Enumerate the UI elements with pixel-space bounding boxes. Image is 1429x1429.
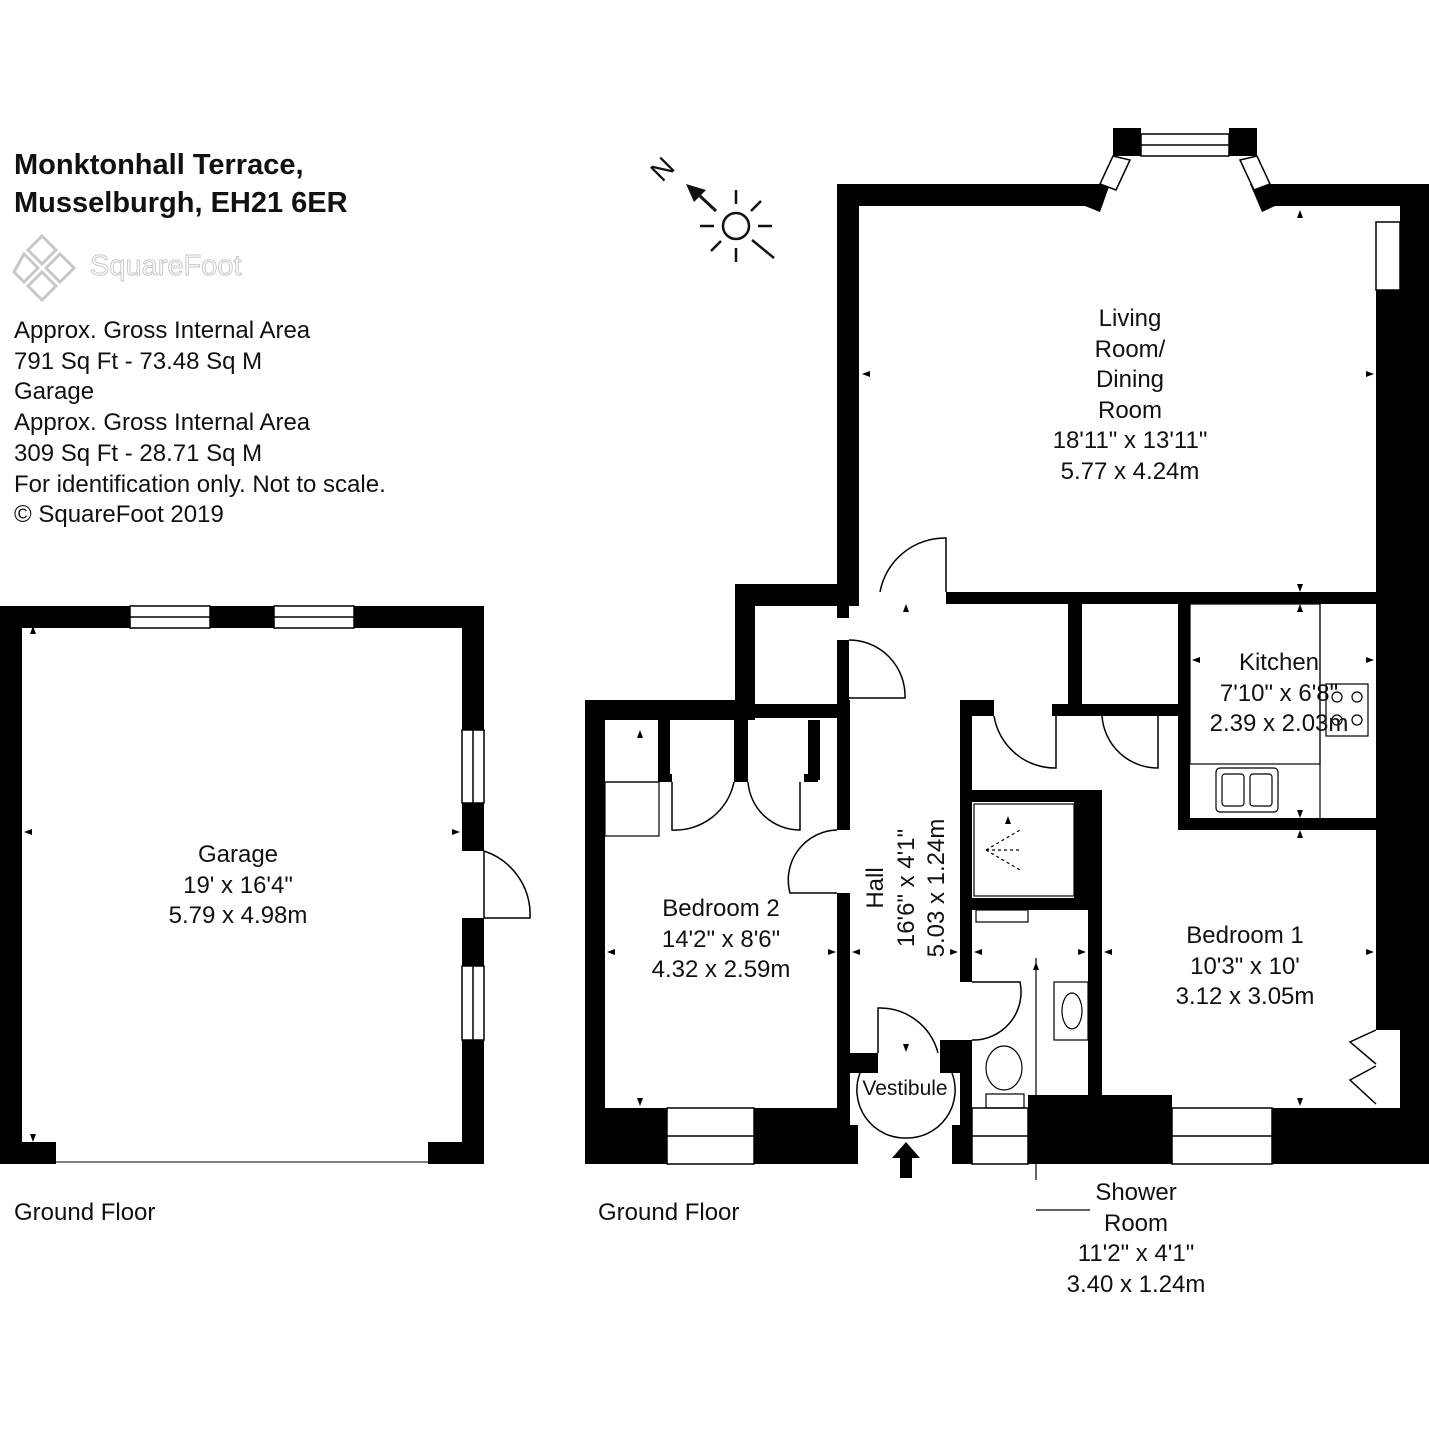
- garage-walls: [0, 606, 484, 1164]
- room-kitchen: Kitchen 7'10" x 6'8" 2.39 x 2.03m: [1196, 648, 1362, 740]
- room-imperial: 11'2" x 4'1": [1077, 1240, 1195, 1267]
- address-line-2: Musselburgh, EH21 6ER: [14, 187, 348, 219]
- room-vestibule: Vestibule: [850, 1074, 960, 1105]
- info-line: For identification only. Not to scale.: [14, 470, 386, 498]
- brand-wordmark: SquareFoot: [90, 250, 243, 283]
- door-swings: [671, 537, 1377, 1139]
- room-name: Room: [1103, 1209, 1169, 1237]
- address-line-1: Monktonhall Terrace,: [14, 149, 304, 181]
- info-line: 791 Sq Ft - 73.48 Sq M: [14, 347, 263, 375]
- room-name: Room: [1097, 396, 1163, 424]
- room-name: Garage: [197, 841, 279, 868]
- room-name: Bedroom 2: [662, 895, 780, 922]
- garage-windows: [129, 605, 485, 1041]
- room-name: Kitchen: [1238, 649, 1320, 676]
- room-living-dining: Living Room/ Dining Room 18'11" x 13'11"…: [1030, 304, 1230, 487]
- room-name: Dining: [1095, 366, 1165, 393]
- house-windows: [666, 133, 1401, 1165]
- room-imperial: 14'2" x 8'6": [661, 925, 781, 953]
- house-floor-label: Ground Floor: [598, 1199, 740, 1226]
- room-imperial: 16'6" x 4'1": [892, 828, 920, 948]
- room-imperial: 10'3" x 10': [1190, 952, 1300, 980]
- room-imperial: 7'10" x 6'8": [1219, 679, 1339, 707]
- room-metric: 5.03 x 1.24m: [923, 818, 950, 958]
- info-line: 309 Sq Ft - 28.71 Sq M: [14, 439, 263, 467]
- room-metric: 3.40 x 1.24m: [1066, 1270, 1206, 1298]
- house-walls: [585, 128, 1429, 1164]
- room-metric: 4.32 x 2.59m: [651, 956, 791, 983]
- internal-walls: [658, 592, 1400, 1164]
- room-name: Vestibule: [862, 1077, 948, 1100]
- room-name: Living: [1098, 305, 1162, 332]
- room-hall: Hall 16'6" x 4'1" 5.03 x 1.24m: [861, 778, 953, 998]
- property-address: Monktonhall Terrace, Musselburgh, EH21 6…: [14, 146, 348, 222]
- garage-side-door: [483, 850, 531, 919]
- entrance-arrow-icon: [892, 1142, 920, 1178]
- info-line: © SquareFoot 2019: [14, 501, 224, 529]
- dimension-markers: [24, 210, 1374, 1142]
- room-bedroom-2: Bedroom 2 14'2" x 8'6" 4.32 x 2.59m: [636, 894, 806, 986]
- info-line: Approx. Gross Internal Area: [14, 317, 311, 344]
- garage-floor-label: Ground Floor: [14, 1199, 156, 1226]
- info-line: Approx. Gross Internal Area: [14, 409, 311, 437]
- room-shower: Shower Room 11'2" x 4'1" 3.40 x 1.24m: [1046, 1178, 1226, 1300]
- room-name: Bedroom 1: [1186, 922, 1304, 949]
- room-metric: 5.77 x 4.24m: [1060, 457, 1200, 485]
- area-info: Approx. Gross Internal Area 791 Sq Ft - …: [14, 316, 386, 531]
- room-imperial: 19' x 16'4": [183, 871, 293, 899]
- info-line: Garage: [14, 378, 95, 406]
- squarefoot-logo-icon: [12, 233, 77, 303]
- room-metric: 5.79 x 4.98m: [168, 902, 308, 929]
- room-garage: Garage 19' x 16'4" 5.79 x 4.98m: [162, 840, 314, 932]
- room-imperial: 18'11" x 13'11": [1052, 427, 1208, 454]
- room-name: Hall: [862, 867, 889, 909]
- room-metric: 3.12 x 3.05m: [1175, 983, 1315, 1010]
- fixtures: [604, 603, 1369, 1211]
- room-bedroom-1: Bedroom 1 10'3" x 10' 3.12 x 3.05m: [1160, 921, 1330, 1013]
- compass-north-label: N: [644, 151, 680, 187]
- room-name: Shower: [1095, 1179, 1177, 1206]
- room-name: Room/: [1094, 335, 1166, 363]
- compass-icon: N: [644, 151, 775, 262]
- room-metric: 2.39 x 2.03m: [1209, 710, 1349, 737]
